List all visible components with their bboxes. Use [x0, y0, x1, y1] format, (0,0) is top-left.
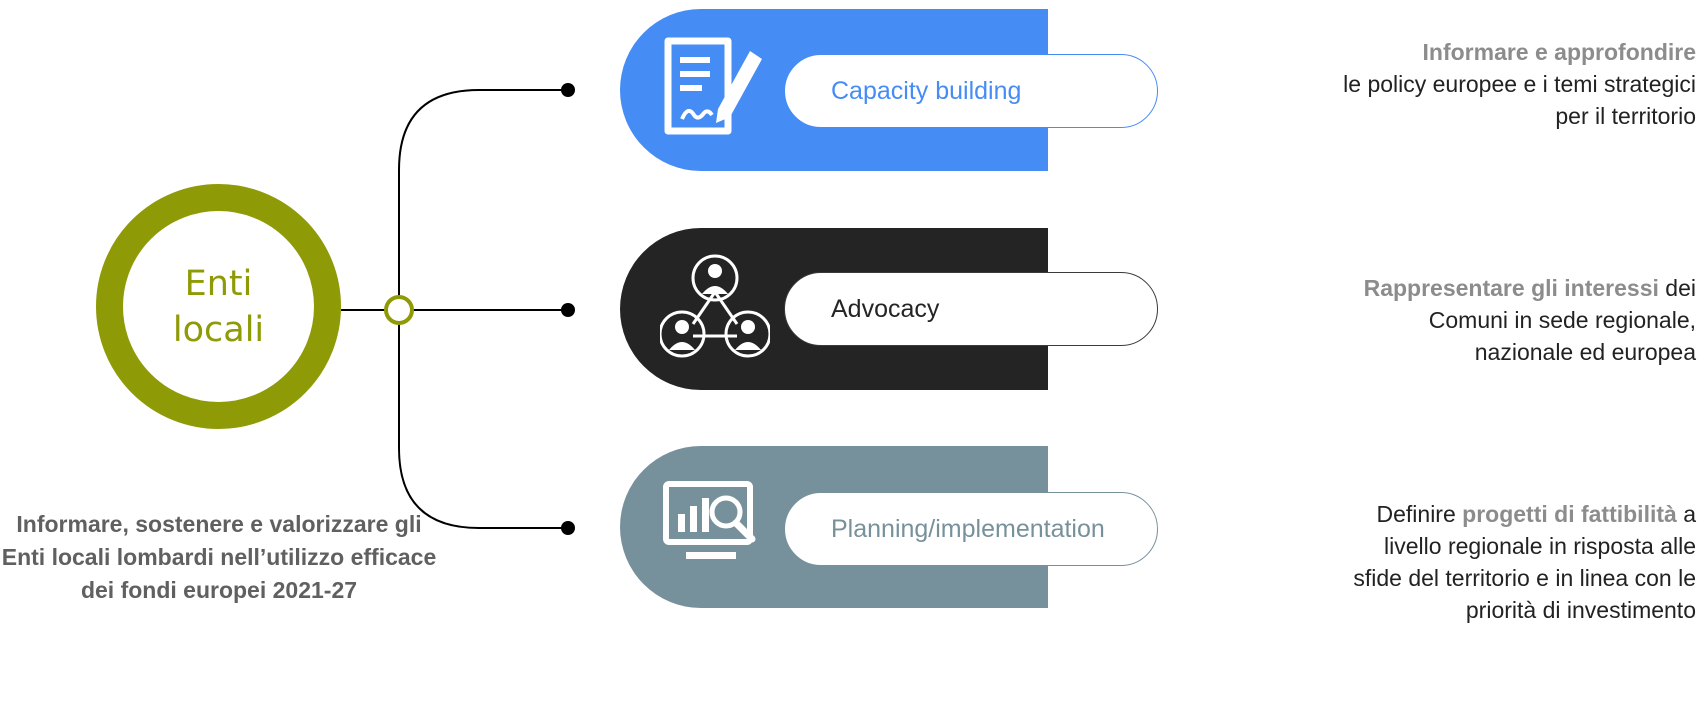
desc-highlight: progetti di fattibilità: [1462, 501, 1677, 527]
endpoint-dot-top: [561, 83, 575, 97]
hub-label: Enti locali: [172, 263, 265, 350]
desc-text: dei Comuni in sede regionale, nazionale …: [1428, 275, 1696, 365]
capacity-building-label: Capacity building: [784, 54, 1158, 128]
advocacy-label: Advocacy: [784, 272, 1158, 346]
desc-text: a livello regionale in risposta alle sfi…: [1353, 501, 1696, 623]
planning-description: Definire progetti di fattibilità a livel…: [1336, 498, 1696, 626]
desc-pre: Definire: [1376, 501, 1456, 527]
branch-top: [398, 89, 568, 296]
people-network-icon: [660, 254, 770, 358]
capacity-building-description: Informare e approfondire le policy europ…: [1316, 36, 1696, 132]
document-signature-icon: [664, 37, 762, 135]
hub-circle: Enti locali: [96, 184, 341, 429]
endpoint-dot-bottom: [561, 521, 575, 535]
monitor-analytics-icon: [663, 481, 756, 559]
mission-statement: Informare, sostenere e valorizzare gli E…: [1, 511, 437, 603]
planning-label: Planning/implementation: [784, 492, 1158, 566]
desc-highlight: Rappresentare gli interessi: [1363, 275, 1659, 301]
junction-node: [384, 295, 414, 325]
desc-text: le policy europee e i temi strategici pe…: [1343, 71, 1696, 129]
branch-bottom: [398, 324, 568, 529]
desc-highlight: Informare e approfondire: [1422, 39, 1696, 65]
advocacy-description: Rappresentare gli interessi dei Comuni i…: [1356, 272, 1696, 368]
endpoint-dot-middle: [561, 303, 575, 317]
